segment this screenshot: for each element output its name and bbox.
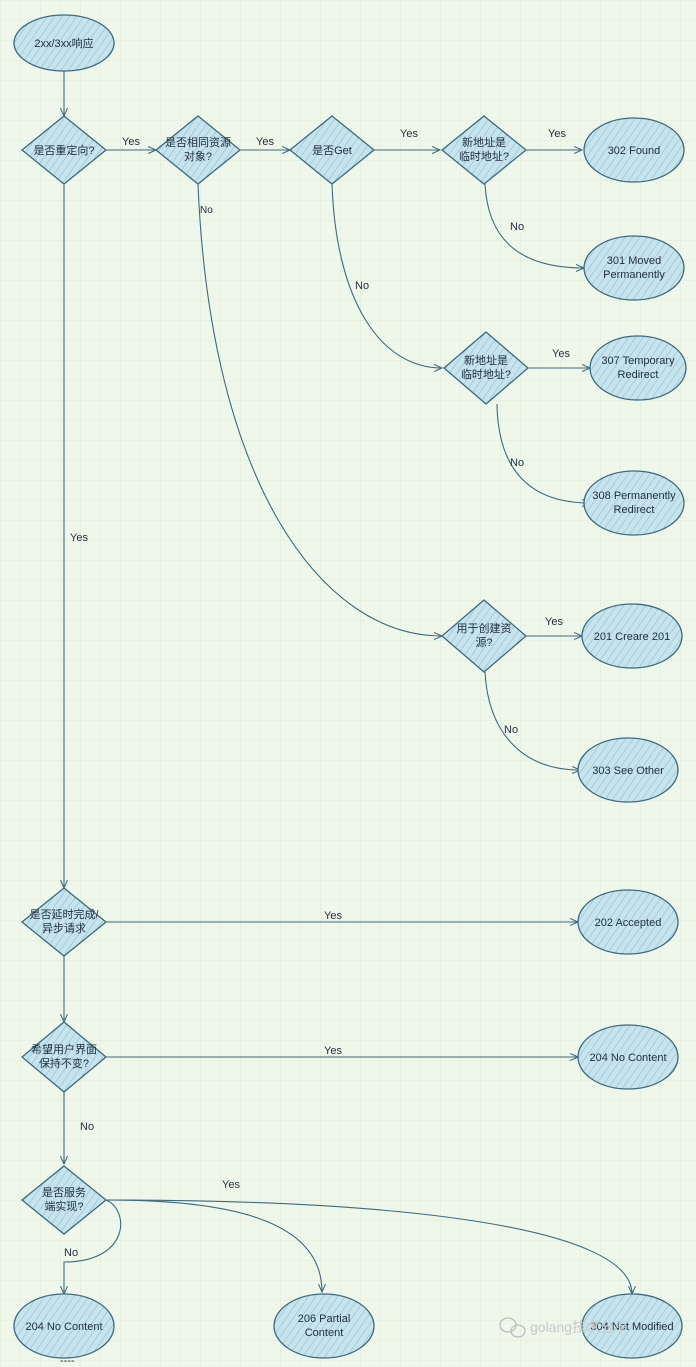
label-no-1: No	[510, 221, 524, 233]
node-r302-label: 302 Found	[608, 145, 661, 157]
caption-fragment: ----	[60, 1355, 75, 1367]
node-d-tmp2-label-2: 临时地址?	[461, 367, 511, 381]
node-d-tmp1-label-1: 新地址是	[462, 135, 506, 149]
node-d-server-label-1: 是否服务	[42, 1186, 86, 1199]
edge-create-303	[484, 671, 580, 770]
wechat-icon	[499, 1317, 526, 1338]
node-d-tmp2: 新地址是 临时地址?	[443, 331, 529, 405]
label-no-5: No	[504, 724, 518, 736]
edge-get-tmp2	[331, 183, 442, 368]
node-d-create-label-1: 用于创建资	[457, 621, 512, 635]
node-r206: 206 Partial Content	[273, 1293, 375, 1359]
node-r204b: 204 No Content	[13, 1293, 115, 1359]
node-r301-label-1: 301 Moved	[607, 255, 661, 267]
node-r307-label-1: 307 Temporary	[601, 355, 675, 367]
node-r308-label-2: Redirect	[614, 504, 655, 516]
node-r307: 307 Temporary Redirect	[589, 335, 687, 401]
node-r206-label-2: Content	[305, 1327, 344, 1339]
node-d-create: 用于创建资 源?	[441, 599, 527, 673]
edge-server-204b	[64, 1199, 122, 1294]
node-r206-label-1: 206 Partial	[298, 1313, 351, 1325]
node-r307-label-2: Redirect	[618, 369, 659, 381]
node-start: 2xx/3xx响应	[13, 14, 115, 72]
label-no-6: No	[80, 1121, 94, 1133]
edge-labels: Yes Yes Yes Yes No No No Yes No Yes No Y…	[64, 128, 570, 1259]
node-r301: 301 Moved Permanently	[583, 235, 685, 301]
edge-server-304	[105, 1199, 632, 1294]
node-d-tmp2-label-1: 新地址是	[464, 353, 508, 367]
node-d-keep: 希望用户界面 保持不变?	[20, 1021, 108, 1093]
node-r304-label: 304 Not Modified	[590, 1321, 673, 1333]
node-d-create-label-2: 源?	[475, 635, 492, 649]
node-r204a-label: 204 No Content	[589, 1052, 666, 1064]
node-r301-label-2: Permanently	[603, 269, 665, 281]
node-d-tmp1: 新地址是 临时地址?	[440, 115, 528, 185]
node-r204b-label: 204 No Content	[25, 1321, 102, 1333]
node-r303-label: 303 See Other	[592, 765, 664, 777]
edge-same-create	[197, 183, 442, 636]
label-yes-9: Yes	[324, 1045, 342, 1057]
node-d-get-label: 是否Get	[312, 144, 352, 157]
node-r204a: 204 No Content	[577, 1024, 679, 1090]
node-d-get: 是否Get	[288, 115, 376, 185]
node-start-label: 2xx/3xx响应	[34, 36, 93, 50]
label-yes-8: Yes	[324, 910, 342, 922]
node-d-keep-label-1: 希望用户界面	[31, 1042, 97, 1056]
node-d-keep-label-2: 保持不变?	[39, 1056, 89, 1070]
edges	[64, 70, 632, 1294]
node-r201: 201 Creare 201	[581, 603, 683, 669]
watermark: golang技术分享	[499, 1317, 628, 1338]
label-no-3: No	[355, 280, 369, 292]
node-d-server-label-2: 端实现?	[44, 1199, 83, 1213]
node-r302: 302 Found	[583, 117, 685, 183]
node-d-server: 是否服务 端实现?	[20, 1165, 108, 1235]
watermark-text: golang技术分享	[530, 1319, 628, 1335]
label-no-2: No	[200, 205, 213, 216]
edge-server-206	[105, 1199, 322, 1292]
label-no-4: No	[510, 457, 524, 469]
label-yes-7: Yes	[70, 532, 88, 544]
node-d-redirect-label: 是否重定向?	[33, 143, 94, 157]
node-d-same-label-1: 是否相同资源	[165, 135, 231, 149]
node-d-async-label-2: 异步请求	[42, 922, 86, 935]
node-d-tmp1-label-2: 临时地址?	[459, 149, 509, 163]
node-d-same: 是否相同资源 对象?	[154, 115, 242, 185]
node-r202: 202 Accepted	[577, 889, 679, 955]
node-r202-label: 202 Accepted	[595, 917, 662, 929]
node-d-redirect: 是否重定向?	[20, 115, 108, 185]
label-yes-4: Yes	[548, 128, 566, 140]
label-yes-2: Yes	[256, 136, 274, 148]
node-r308: 308 Permanently Redirect	[583, 470, 685, 536]
label-yes-1: Yes	[122, 136, 140, 148]
node-d-async: 是否延时完成/ 异步请求	[20, 887, 108, 957]
label-yes-6: Yes	[545, 616, 563, 628]
node-r303: 303 See Other	[577, 737, 679, 803]
label-yes-5: Yes	[552, 348, 570, 360]
label-no-7: No	[64, 1247, 78, 1259]
edge-tmp2-308	[496, 403, 590, 503]
node-r308-label-1: 308 Permanently	[592, 490, 676, 502]
edge-tmp1-301	[484, 183, 584, 268]
node-r201-label: 201 Creare 201	[594, 631, 670, 643]
node-d-async-label-1: 是否延时完成/	[29, 907, 99, 921]
node-d-same-label-2: 对象?	[184, 149, 212, 163]
label-yes-3: Yes	[400, 128, 418, 140]
node-r304: 304 Not Modified	[581, 1293, 683, 1359]
label-yes-10: Yes	[222, 1179, 240, 1191]
